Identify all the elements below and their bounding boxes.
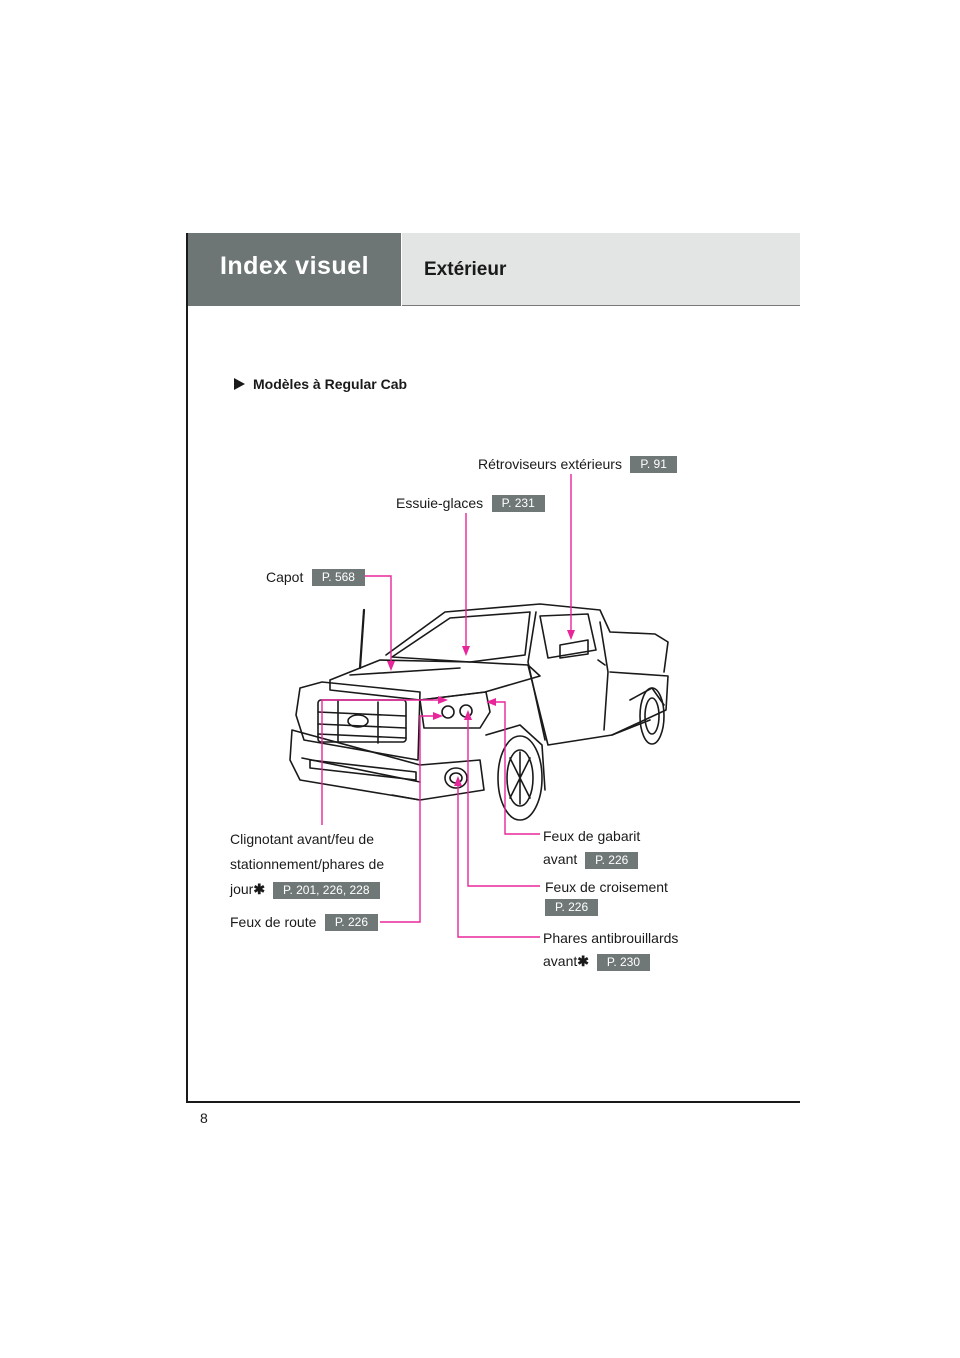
callout-clignotant-line1: Clignotant avant/feu de: [230, 831, 374, 847]
section-title-index-visuel: Index visuel: [219, 252, 370, 280]
header-rule: [402, 305, 800, 306]
arrow-feux-croisement: [464, 710, 472, 720]
leader-feux-gabarit: [492, 701, 540, 835]
subsection-title-exterieur: Extérieur: [424, 259, 507, 280]
arrow-feux-gabarit: [486, 698, 496, 706]
callout-antibrouillards-avant: avant: [543, 953, 578, 969]
callout-feux-croisement-ref[interactable]: P. 226: [545, 899, 599, 917]
arrow-capot: [387, 661, 395, 671]
pickup-truck-drawing: [289, 603, 669, 821]
model-heading: Modèles à Regular Cab: [234, 376, 407, 392]
callout-feux-gabarit-line1: Feux de gabarit: [543, 828, 641, 844]
page-number: 8: [200, 1110, 208, 1126]
arrow-feux-route: [433, 712, 443, 720]
arrow-antibrouillards: [454, 776, 462, 786]
callout-feux-route-label: Feux de route: [230, 914, 317, 930]
callout-feux-croisement-label: Feux de croisement: [545, 879, 668, 895]
callout-antibrouillards-line1: Phares antibrouillards: [543, 930, 679, 946]
callout-retroviseurs-ref[interactable]: P. 91: [630, 456, 677, 474]
arrow-clignotant: [438, 696, 448, 704]
callout-clignotant: Clignotant avant/feu de stationnement/ph…: [230, 828, 384, 900]
callout-clignotant-line3: jour✱ P. 201, 226, 228: [230, 878, 384, 900]
callout-essuie-glaces-ref[interactable]: P. 231: [491, 495, 545, 513]
header-dark-block: [188, 233, 401, 306]
callout-feux-route: Feux de route P. 226: [230, 911, 378, 933]
leader-capot: [363, 575, 392, 665]
callout-essuie-glaces-label: Essuie-glaces: [396, 495, 484, 511]
callout-feux-gabarit-ref[interactable]: P. 226: [585, 851, 639, 869]
callout-antibrouillards: Phares antibrouillards avant✱ P. 230: [543, 927, 678, 972]
callout-feux-gabarit-avant: avant: [543, 851, 578, 867]
asterisk-icon: ✱: [253, 881, 266, 897]
callout-arrowheads: [387, 630, 575, 786]
leader-feux-croisement: [467, 716, 540, 887]
callout-capot: Capot P. 568: [266, 566, 365, 588]
callout-feux-croisement: Feux de croisement P. 226: [545, 876, 668, 917]
callout-retroviseurs: Rétroviseurs extérieurs P. 91: [478, 453, 677, 475]
arrow-essuie-glaces: [462, 646, 470, 656]
leader-clignotant: [321, 699, 442, 825]
callout-feux-gabarit-line2: avant P. 226: [543, 848, 640, 870]
model-heading-text: Modèles à Regular Cab: [253, 376, 408, 392]
callout-feux-gabarit: Feux de gabarit avant P. 226: [543, 825, 640, 870]
callout-clignotant-ref[interactable]: P. 201, 226, 228: [272, 881, 380, 899]
callout-antibrouillards-line2: avant✱ P. 230: [543, 950, 678, 972]
callout-essuie-glaces: Essuie-glaces P. 231: [396, 492, 545, 514]
callout-capot-label: Capot: [266, 569, 304, 585]
callout-clignotant-line2: stationnement/phares de: [230, 856, 385, 872]
page-frame-left-rule: [186, 233, 188, 1103]
arrow-retroviseurs: [567, 630, 575, 640]
leader-antibrouillards: [457, 782, 540, 938]
header-light-block: [402, 233, 800, 306]
page-frame-bottom-rule: [186, 1101, 800, 1103]
callout-feux-croisement-ref-row: P. 226: [545, 899, 668, 917]
asterisk-icon: ✱: [577, 953, 589, 969]
callout-antibrouillards-ref[interactable]: P. 230: [596, 953, 651, 971]
triangle-bullet-icon: [234, 378, 245, 390]
callout-retroviseurs-label: Rétroviseurs extérieurs: [478, 456, 622, 472]
leader-feux-route: [380, 715, 437, 923]
callout-leader-lines: [321, 474, 572, 938]
callout-feux-route-ref[interactable]: P. 226: [324, 914, 378, 932]
callout-clignotant-jour: jour: [230, 881, 254, 897]
callout-capot-ref[interactable]: P. 568: [311, 569, 365, 587]
